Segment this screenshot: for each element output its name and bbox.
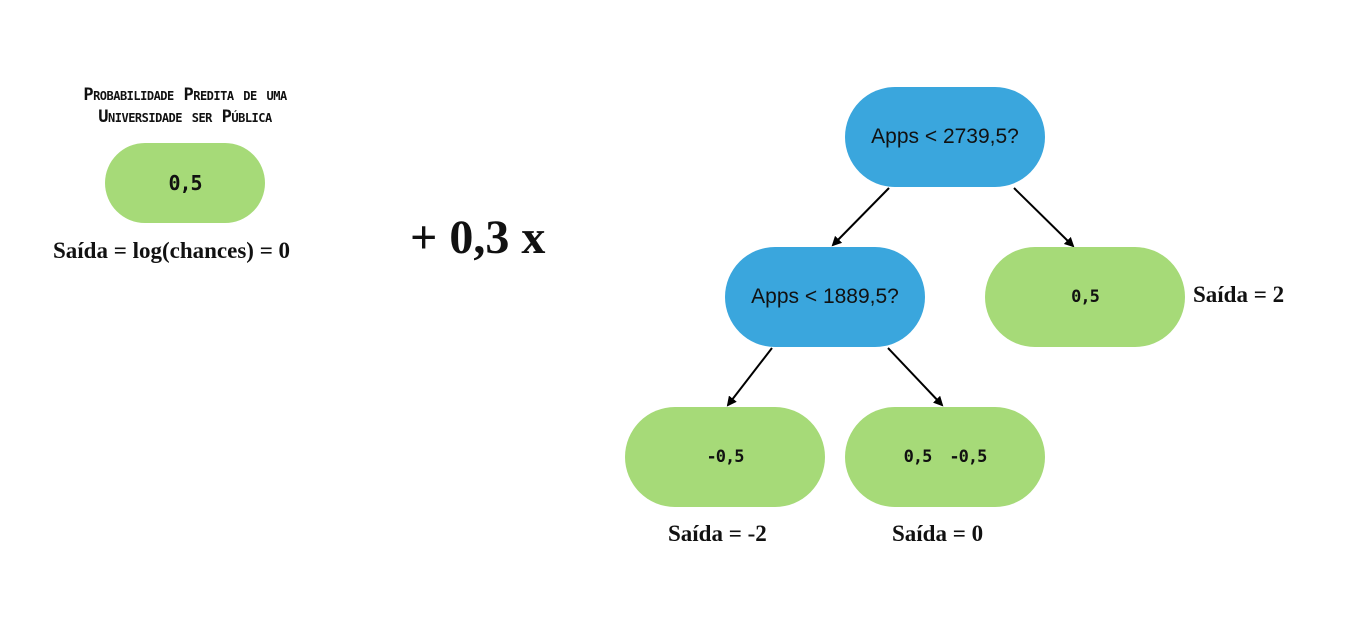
- initial-prediction-value: 0,5: [168, 171, 202, 195]
- left-left-leaf-output-label: Saída = -2: [668, 521, 767, 546]
- root-decision-node: Apps < 2739,5?: [845, 87, 1045, 187]
- initial-title-line-2: Universidade ser Pública: [98, 107, 272, 127]
- left-right-leaf-value-a: 0,5: [903, 447, 933, 467]
- left-left-leaf-node: -0,5: [625, 407, 825, 507]
- edge-left-to-right-leaf: [887, 347, 944, 407]
- left-left-leaf-value: -0,5: [706, 447, 745, 467]
- learning-rate-operator: + 0,3 x: [410, 211, 546, 264]
- edge-left-to-left-leaf: [726, 347, 773, 407]
- left-right-leaf-node: 0,5 -0,5: [845, 407, 1045, 507]
- right-leaf-value: 0,5: [1071, 287, 1100, 307]
- right-leaf-node: 0,5: [985, 247, 1185, 347]
- initial-prediction-node: 0,5: [105, 143, 265, 223]
- root-condition-label: Apps < 2739,5?: [871, 125, 1019, 148]
- initial-title-line-1: Probabilidade Predita de uma: [83, 85, 287, 105]
- edge-root-to-left: [831, 187, 890, 247]
- left-condition-label: Apps < 1889,5?: [751, 285, 899, 308]
- edge-root-to-right-leaf: [1013, 187, 1075, 248]
- initial-output-label: Saída = log(chances) = 0: [53, 238, 291, 263]
- left-decision-node: Apps < 1889,5?: [725, 247, 925, 347]
- left-right-leaf-output-label: Saída = 0: [892, 521, 984, 546]
- initial-prediction-title: Probabilidade Predita de uma Universidad…: [30, 84, 340, 128]
- left-right-leaf-value-b: -0,5: [949, 447, 987, 467]
- right-leaf-output-label: Saída = 2: [1193, 282, 1285, 307]
